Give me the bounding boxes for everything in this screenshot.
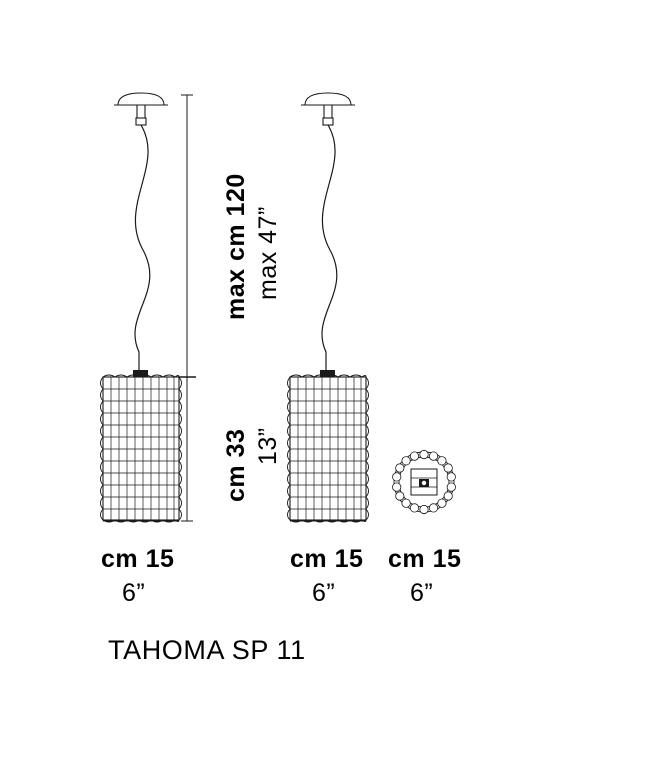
width-right-cm: cm 15 xyxy=(388,545,462,573)
lamp-left xyxy=(100,92,182,523)
width-middle-cm: cm 15 xyxy=(290,545,364,573)
shade-height-cm: cm 33 xyxy=(222,428,250,502)
width-left-cm: cm 15 xyxy=(101,545,175,573)
shade-height-inches: 13” xyxy=(254,427,282,465)
width-middle-inches: 6” xyxy=(312,579,336,607)
suspension-dimension-inches: max 47” xyxy=(254,206,282,300)
product-title: TAHOMA SP 11 xyxy=(108,635,306,665)
lamp-top-view xyxy=(392,449,456,515)
width-right-inches: 6” xyxy=(410,579,434,607)
width-left-inches: 6” xyxy=(122,579,146,607)
suspension-dimension-cm: max cm 120 xyxy=(222,173,250,320)
dimension-lines xyxy=(178,94,196,522)
lamp-middle xyxy=(287,92,369,523)
